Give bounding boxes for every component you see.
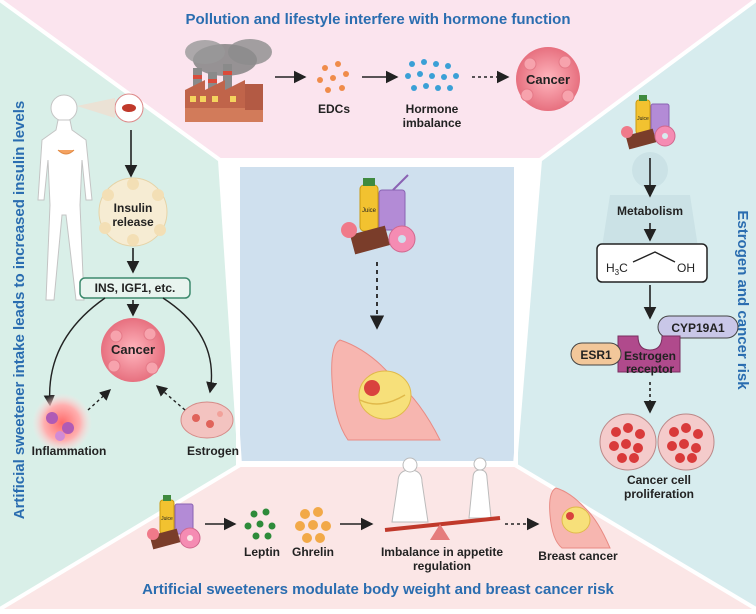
insulin-label-line2: release — [112, 215, 154, 229]
inflammation-label: Inflammation — [32, 444, 107, 458]
leptin-dots-icon — [244, 508, 276, 540]
left-panel-title: Artificial sweetener intake leads to inc… — [11, 101, 28, 520]
insulin-label-line1: Insulin — [114, 201, 153, 215]
hormone-dots-icon — [405, 59, 459, 91]
top-panel-title: Pollution and lifestyle interfere with h… — [185, 11, 570, 28]
edcs-label: EDCs — [318, 102, 350, 116]
inflammation-icon — [32, 393, 92, 453]
ghrelin-dots-icon — [295, 507, 331, 543]
bottom-panel-title: Artificial sweeteners modulate body weig… — [142, 581, 614, 598]
imbalance-label-line1: Imbalance in appetite — [381, 545, 503, 559]
esr1-pill — [570, 342, 622, 366]
receptor-label-line1: Estrogen — [624, 349, 676, 363]
body-weight-scale-icon — [384, 457, 501, 540]
estrogen-left-label: Estrogen — [187, 444, 239, 458]
proliferation-label-line2: proliferation — [624, 487, 694, 501]
cyp19a1-pill — [657, 315, 739, 339]
left-cancer-label: Cancer — [111, 342, 155, 357]
cyp19a1-label: CYP19A1 — [671, 321, 725, 335]
esr1-label: ESR1 — [580, 348, 612, 362]
cancer-cells-proliferation-icon — [599, 413, 715, 471]
ethanol-h3c: H3C — [606, 261, 628, 277]
bottom-breast-icon — [549, 487, 611, 549]
edc-dots-icon — [317, 61, 349, 93]
receptor-label-line2: receptor — [626, 362, 674, 376]
top-cancer-cluster-icon — [516, 47, 580, 111]
left-cancer-cluster-icon — [101, 318, 165, 382]
right-panel-title: Estrogen and cancer risk — [734, 210, 751, 390]
imbalance-label-line2: regulation — [413, 559, 471, 573]
ghrelin-label: Ghrelin — [292, 545, 334, 559]
right-juice-text: Juice — [637, 116, 649, 122]
estrogen-receptor-shape — [617, 335, 681, 373]
center-sweets-icon — [341, 174, 416, 255]
hormone-label-line1: Hormone — [406, 102, 459, 116]
factory-icon — [185, 39, 272, 122]
female-body-icon — [37, 94, 93, 301]
ethanol-structure-box — [596, 243, 708, 283]
center-juice-text: Juice — [362, 208, 377, 214]
breast-anatomy-icon — [331, 339, 441, 441]
bottom-juice-text: Juice — [161, 516, 173, 522]
ins-igf1-label: INS, IGF1, etc. — [95, 281, 176, 295]
ovary-uterus-icon — [180, 401, 234, 439]
hormone-label-line2: imbalance — [403, 116, 462, 130]
right-sweets-icon — [621, 95, 676, 150]
top-cancer-label: Cancer — [526, 72, 570, 87]
ethanol-oh: OH — [677, 261, 695, 275]
ins-igf1-box — [79, 277, 191, 299]
bottom-sweets-icon — [147, 495, 201, 550]
metabolism-label: Metabolism — [617, 204, 683, 218]
proliferation-label-line1: Cancer cell — [627, 473, 691, 487]
breast-cancer-label: Breast cancer — [538, 549, 618, 563]
leptin-label: Leptin — [244, 545, 280, 559]
pancreas-islet-icon — [98, 177, 168, 247]
